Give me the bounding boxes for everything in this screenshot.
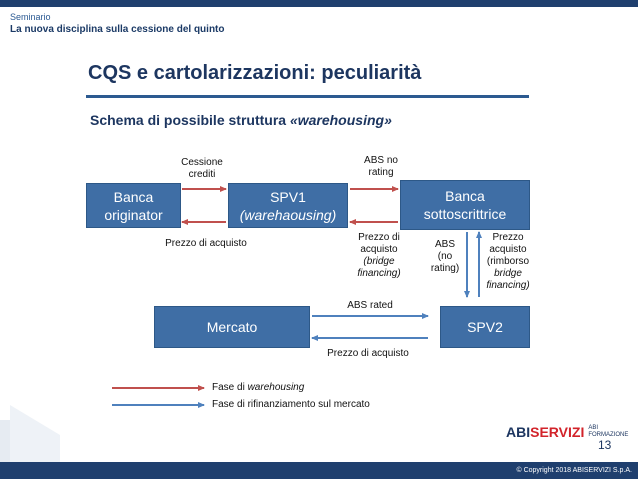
legend-rifinanziamento: Fase di rifinanziamento sul mercato — [212, 399, 370, 410]
label-abs-no-rating-line2: rating — [368, 167, 394, 178]
legend-warehousing-emph: warehousing — [247, 382, 305, 393]
label-prezzo-acquisto-2: Prezzo di acquisto — [327, 348, 409, 359]
box-banca-originator-line2: originator — [104, 206, 163, 223]
schema-emph: «warehousing» — [289, 112, 392, 128]
legend-warehousing-prefix: Fase di — [212, 382, 248, 393]
logo-formazione-line1: ABI — [588, 425, 598, 431]
label-cessione-crediti: Cessione crediti — [172, 157, 232, 181]
label-cessione-line1: Cessione — [181, 157, 223, 168]
label-abs-no-rating: ABS no rating — [356, 155, 406, 179]
decorative-shape-icon — [0, 405, 60, 462]
box-banca-sottoscrittrice-line2: sottoscrittrice — [423, 206, 507, 222]
box-spv1: SPV1(warehaousing) — [228, 183, 348, 228]
label-cessione-line2: crediti — [188, 169, 216, 180]
box-banca-sottoscrittrice: Banca sottoscrittrice — [400, 180, 530, 230]
box-banca-sottoscrittrice-line1: Banca — [445, 188, 485, 204]
label-prezzo-bridge: Prezzo di acquisto (bridge financing) — [348, 232, 410, 280]
label-prezzo-rimborso-line4: bridge — [494, 268, 522, 279]
label-prezzo-rimborso: Prezzo acquisto (rimborso bridge financi… — [481, 232, 535, 292]
box-spv1-line1: SPV1 — [270, 188, 306, 205]
page-number: 13 — [598, 438, 612, 452]
bottom-bar — [0, 462, 638, 479]
label-prezzo-bridge-line4: financing) — [357, 268, 401, 279]
logo-formazione: ABI FORMAZIONE — [588, 425, 628, 439]
label-prezzo-rimborso-line2: acquisto — [489, 244, 527, 255]
schema-subtitle: Schema di possibile struttura «warehousi… — [90, 112, 392, 128]
top-bar — [0, 0, 638, 7]
header: Seminario La nuova disciplina sulla cess… — [10, 12, 225, 36]
box-mercato: Mercato — [154, 306, 310, 348]
box-spv1-line2: (warehaousing) — [239, 206, 337, 223]
slide-title: CQS e cartolarizzazioni: peculiarità — [88, 62, 422, 84]
label-abs-vertical-line2: (no — [437, 251, 453, 262]
label-prezzo-bridge-line2: acquisto — [360, 244, 398, 255]
label-abs-vertical-line1: ABS — [434, 239, 455, 250]
label-prezzo-bridge-line3: (bridge — [363, 256, 395, 267]
label-abs-vertical: ABS (no rating) — [428, 239, 462, 275]
label-abs-vertical-line3: rating) — [430, 263, 460, 274]
box-spv2: SPV2 — [440, 306, 530, 348]
label-prezzo-rimborso-line5: financing) — [486, 280, 530, 291]
label-abs-no-rating-line1: ABS no — [364, 155, 398, 166]
label-prezzo-bridge-line1: Prezzo di — [358, 232, 400, 243]
legend-warehousing: Fase di warehousing — [212, 382, 304, 393]
header-kicker: Seminario — [10, 12, 51, 22]
box-banca-originator-line1: Banca — [113, 188, 154, 205]
title-rule — [86, 95, 529, 98]
logo-abi: ABI — [506, 424, 531, 440]
logo-servizi: SERVIZI — [530, 424, 585, 440]
schema-prefix: Schema di possibile struttura — [90, 112, 290, 128]
logo-formazione-line2: FORMAZIONE — [588, 432, 629, 438]
copyright: © Copyright 2018 ABISERVIZI S.p.A. — [516, 467, 632, 474]
label-prezzo-rimborso-line1: Prezzo — [492, 232, 524, 243]
label-prezzo-acquisto-1: Prezzo di acquisto — [165, 238, 247, 249]
header-subtitle: La nuova disciplina sulla cessione del q… — [10, 24, 225, 35]
label-abs-rated: ABS rated — [347, 300, 393, 311]
label-prezzo-rimborso-line3: (rimborso — [486, 256, 530, 267]
